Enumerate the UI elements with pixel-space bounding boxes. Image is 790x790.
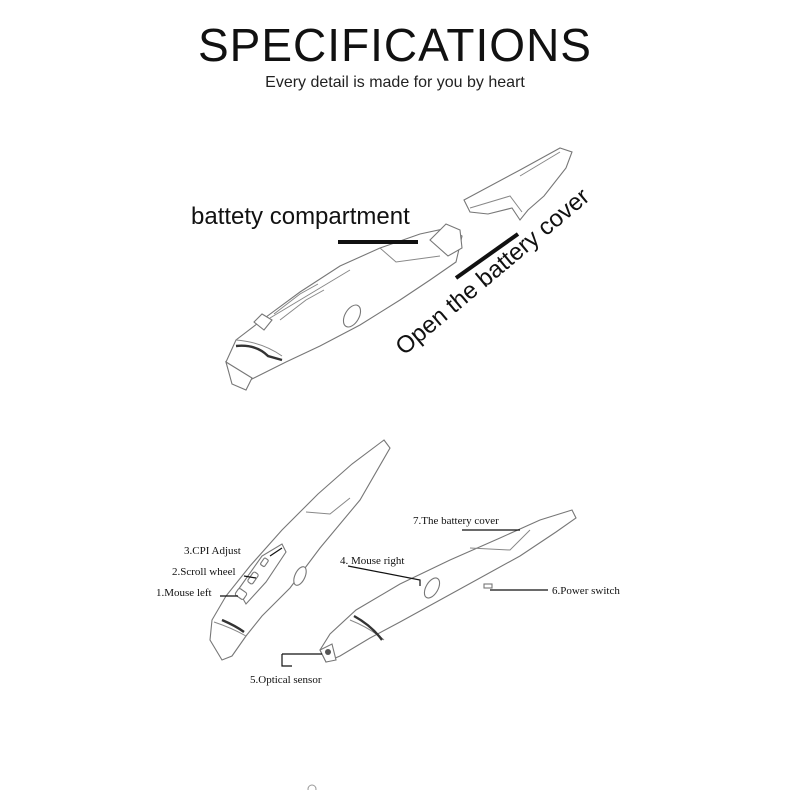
sensor-leader (281, 653, 322, 667)
mouse-right-label: 4. Mouse right (340, 555, 404, 567)
body-panel-line (235, 339, 283, 357)
body-panel-line (379, 247, 441, 263)
partial-figure-edge (307, 784, 317, 790)
optical-sensor-dot (325, 649, 331, 655)
body-panel-line (305, 497, 351, 515)
page-subtitle: Every detail is made for you by heart (265, 74, 525, 91)
cpi-leader (269, 547, 283, 557)
pen-mouse-open (225, 147, 573, 391)
right-button-ellipse (293, 566, 307, 586)
tip-trim (353, 614, 383, 641)
pen-mouse-top-view (209, 439, 391, 661)
button-strip (279, 289, 325, 321)
pen-body (319, 509, 577, 663)
cover-leader (454, 232, 520, 280)
optical-sensor-label: 5.Optical sensor (250, 674, 322, 686)
scroll-wheel-label: 2.Scroll wheel (172, 566, 236, 578)
pen-body (225, 227, 463, 383)
power-switch (483, 583, 493, 589)
right-button-ellipse (423, 577, 441, 599)
page-title: SPECIFICATIONS (198, 19, 592, 71)
scroll-wheel (253, 313, 273, 331)
button-cluster (237, 543, 287, 605)
battery-compartment-label: battety compartment (191, 203, 410, 230)
cpi-button (260, 557, 269, 567)
mouse-left-label: 1.Mouse left (156, 587, 212, 599)
tip-trim (221, 618, 245, 633)
scroll-leader (243, 575, 257, 579)
body-panel-line (269, 269, 351, 319)
power-switch-label: 6.Power switch (552, 585, 620, 597)
pen-mouse-side-view (319, 509, 577, 663)
cover-panel-line (469, 195, 523, 213)
left-button (234, 588, 248, 600)
mouse-right-leader (347, 565, 421, 586)
battery-compartment (429, 223, 463, 257)
cpi-adjust-label: 3.CPI Adjust (184, 545, 241, 557)
pen-tip (225, 360, 253, 391)
tip-trim (235, 344, 283, 362)
battery-cover-label: 7.The battery cover (413, 515, 499, 527)
body-panel-line (213, 621, 247, 637)
body-panel-line (469, 529, 531, 551)
cover-panel-line (519, 151, 561, 177)
button-strip (273, 283, 319, 315)
right-button-ellipse (342, 304, 362, 328)
pen-body (209, 439, 391, 661)
